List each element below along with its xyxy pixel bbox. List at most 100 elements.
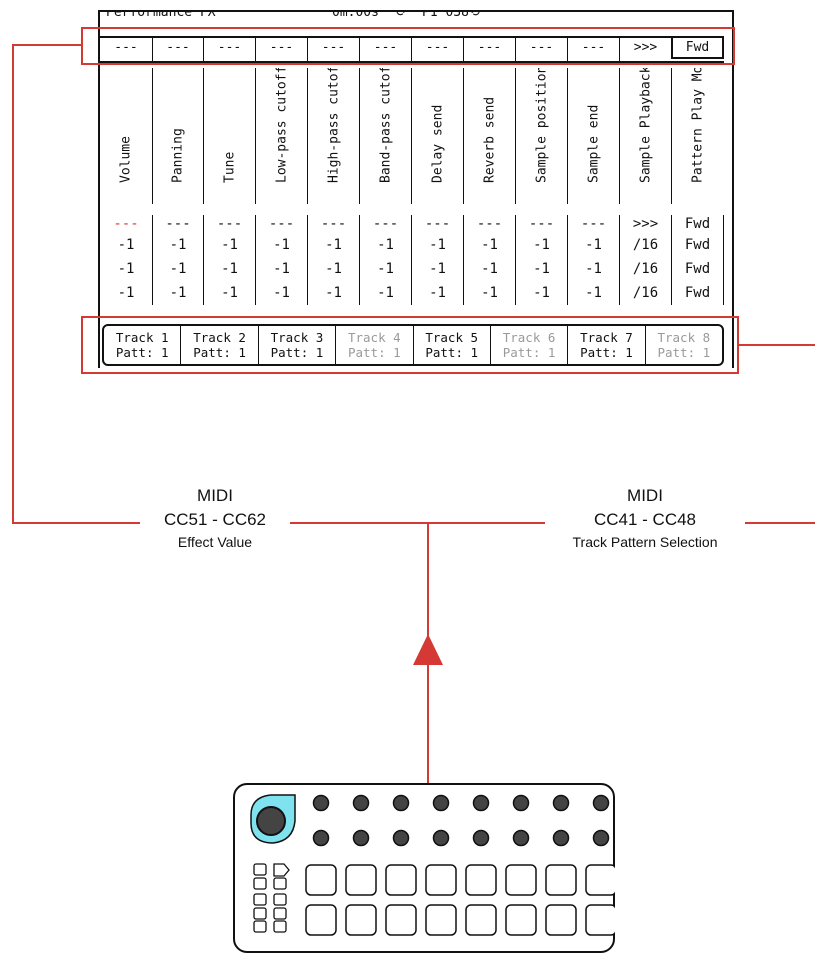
value-cell: -1 <box>255 257 307 281</box>
value-cell: Fwd <box>671 215 724 233</box>
elapsed-time: 0m:00s <box>332 10 379 20</box>
value-cell: -1 <box>359 233 411 257</box>
function-button <box>274 878 286 889</box>
value-cell: -1 <box>463 257 515 281</box>
encoder-knob <box>434 831 449 846</box>
effect-header-label: Delay send <box>430 105 445 183</box>
controller-layout <box>233 783 615 953</box>
encoder-knob <box>394 796 409 811</box>
step-pad <box>426 865 456 895</box>
step-pad <box>306 865 336 895</box>
value-cell: -1 <box>203 257 255 281</box>
effect-headers: Volume PanningTuneLow-pass cutoffHigh-pas… <box>100 68 724 204</box>
function-button <box>254 878 266 889</box>
connector-line <box>12 44 14 524</box>
function-button <box>274 894 286 905</box>
midi-title: MIDI <box>545 484 745 508</box>
effect-values: ------------------------------>>>Fwd-1-1… <box>100 215 724 305</box>
effect-header-label: Sample position <box>534 68 549 183</box>
step-pad <box>346 865 376 895</box>
step-pad <box>466 865 496 895</box>
value-cell: -1 <box>567 233 619 257</box>
value-cell: Fwd <box>671 233 724 257</box>
encoder-knob <box>594 831 609 846</box>
function-button <box>254 864 266 875</box>
effect-header: Band-pass cutoff <box>359 68 411 204</box>
encoder-knob <box>354 831 369 846</box>
value-cell: -1 <box>152 233 203 257</box>
value-cell: --- <box>515 215 567 233</box>
sync-icon: ⟳ <box>396 10 407 20</box>
encoder-knob <box>554 831 569 846</box>
effect-header-label: Band-pass cutoff <box>378 68 393 183</box>
play-button <box>274 864 289 876</box>
encoder-knob <box>394 831 409 846</box>
effect-header-label: Sample end <box>586 105 601 183</box>
effect-header: Sample position <box>515 68 567 204</box>
value-cell: --- <box>307 215 359 233</box>
cc-range: CC51 - CC62 <box>140 508 290 532</box>
value-cell: -1 <box>307 233 359 257</box>
value-cell: Fwd <box>671 257 724 281</box>
value-cell: -1 <box>411 281 463 305</box>
value-cell: -1 <box>515 257 567 281</box>
value-cell: /16 <box>619 257 671 281</box>
value-row: ------------------------------>>>Fwd <box>100 215 724 233</box>
value-cell: --- <box>255 215 307 233</box>
value-row: -1-1-1-1-1-1-1-1-1-1/16Fwd <box>100 233 724 257</box>
value-cell: -1 <box>100 281 152 305</box>
function-button <box>274 921 286 932</box>
value-cell: /16 <box>619 233 671 257</box>
value-cell: --- <box>463 215 515 233</box>
song-position: P1 038⟲ <box>422 10 480 20</box>
value-cell: -1 <box>307 257 359 281</box>
function-button <box>254 921 266 932</box>
midi-controller <box>233 783 615 953</box>
value-cell: -1 <box>411 233 463 257</box>
encoder-knob <box>514 831 529 846</box>
effect-header: High-pass cutoff <box>307 68 359 204</box>
step-pad <box>586 865 615 895</box>
effect-header: Sample Playback <box>619 68 671 204</box>
value-cell: --- <box>567 215 619 233</box>
effect-value-label: MIDI CC51 - CC62 Effect Value <box>140 484 290 552</box>
value-cell: -1 <box>567 257 619 281</box>
effect-header-label: Sample Playback <box>638 68 653 183</box>
value-cell: --- <box>411 215 463 233</box>
value-cell: -1 <box>203 233 255 257</box>
effect-header: Tune <box>203 68 255 204</box>
effect-header-label: Volume <box>119 136 134 183</box>
label-description: Effect Value <box>140 532 290 552</box>
track-pattern-label: MIDI CC41 - CC48 Track Pattern Selection <box>545 484 745 552</box>
value-cell: -1 <box>463 233 515 257</box>
effect-value-highlight <box>81 27 735 65</box>
value-cell: --- <box>203 215 255 233</box>
effect-header: Low-pass cutoff <box>255 68 307 204</box>
effect-header: Reverb send <box>463 68 515 204</box>
function-button <box>254 908 266 919</box>
value-cell: -1 <box>515 233 567 257</box>
value-cell: >>> <box>619 215 671 233</box>
track-pattern-highlight <box>81 316 739 374</box>
encoder-knob <box>474 796 489 811</box>
function-button <box>274 908 286 919</box>
value-cell: -1 <box>100 233 152 257</box>
value-cell: -1 <box>152 257 203 281</box>
value-cell: -1 <box>100 257 152 281</box>
connector-line <box>12 44 82 46</box>
main-encoder-knob <box>257 807 285 835</box>
value-cell: Fwd <box>671 281 724 305</box>
step-pad <box>506 865 536 895</box>
value-cell: -1 <box>515 281 567 305</box>
effect-header: Delay send <box>411 68 463 204</box>
encoder-knob <box>514 796 529 811</box>
effect-header: Panning <box>152 68 203 204</box>
step-pad <box>546 865 576 895</box>
function-button <box>254 894 266 905</box>
effect-header: Pattern Play Mode <box>671 68 724 204</box>
value-cell: /16 <box>619 281 671 305</box>
value-cell: -1 <box>203 281 255 305</box>
arrow-up-icon <box>412 634 444 666</box>
value-cell: -1 <box>359 257 411 281</box>
